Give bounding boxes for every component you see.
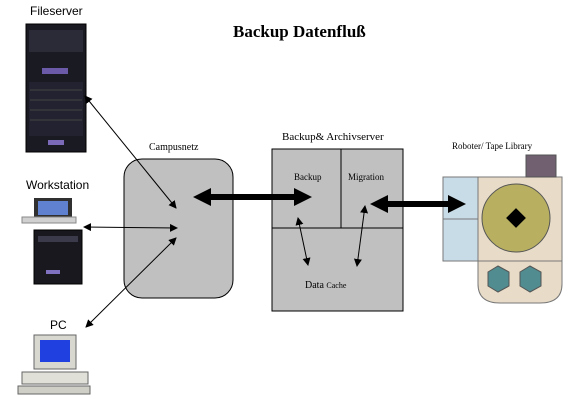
- fileserver-icon: [25, 23, 87, 153]
- pc-label: PC: [50, 318, 67, 332]
- campusnetz-label: Campusnetz: [149, 142, 199, 153]
- arrow-pc-campus: [85, 237, 177, 328]
- fileserver-label: Fileserver: [30, 4, 83, 18]
- diagram-title: Backup Datenfluß: [233, 22, 366, 41]
- tape-library-icon: [442, 154, 563, 304]
- arrow-backup-cache: [295, 217, 311, 266]
- data-cache-small-text: Cache: [326, 281, 347, 290]
- workstation-label: Workstation: [26, 178, 90, 192]
- thick-arrow-campus-server: [193, 188, 312, 206]
- workstation-icon: [21, 198, 83, 285]
- pc-icon: [17, 334, 91, 395]
- campusnetz-box: [123, 158, 234, 299]
- arrow-workstation-campus: [83, 223, 178, 232]
- archive-server-box: [271, 148, 404, 312]
- backup-label: Backup: [294, 172, 322, 182]
- thick-arrow-server-library: [370, 195, 466, 213]
- arrow-fileserver-campus: [84, 95, 177, 209]
- data-cache-main-text: Data: [305, 280, 324, 291]
- tape-library-label: Roboter/ Tape Library: [452, 141, 533, 151]
- archive-server-label: Backup& Archivserver: [282, 131, 384, 143]
- arrow-migration-cache: [353, 205, 369, 267]
- data-cache-label: Data Cache: [305, 280, 346, 291]
- migration-label: Migration: [348, 172, 384, 182]
